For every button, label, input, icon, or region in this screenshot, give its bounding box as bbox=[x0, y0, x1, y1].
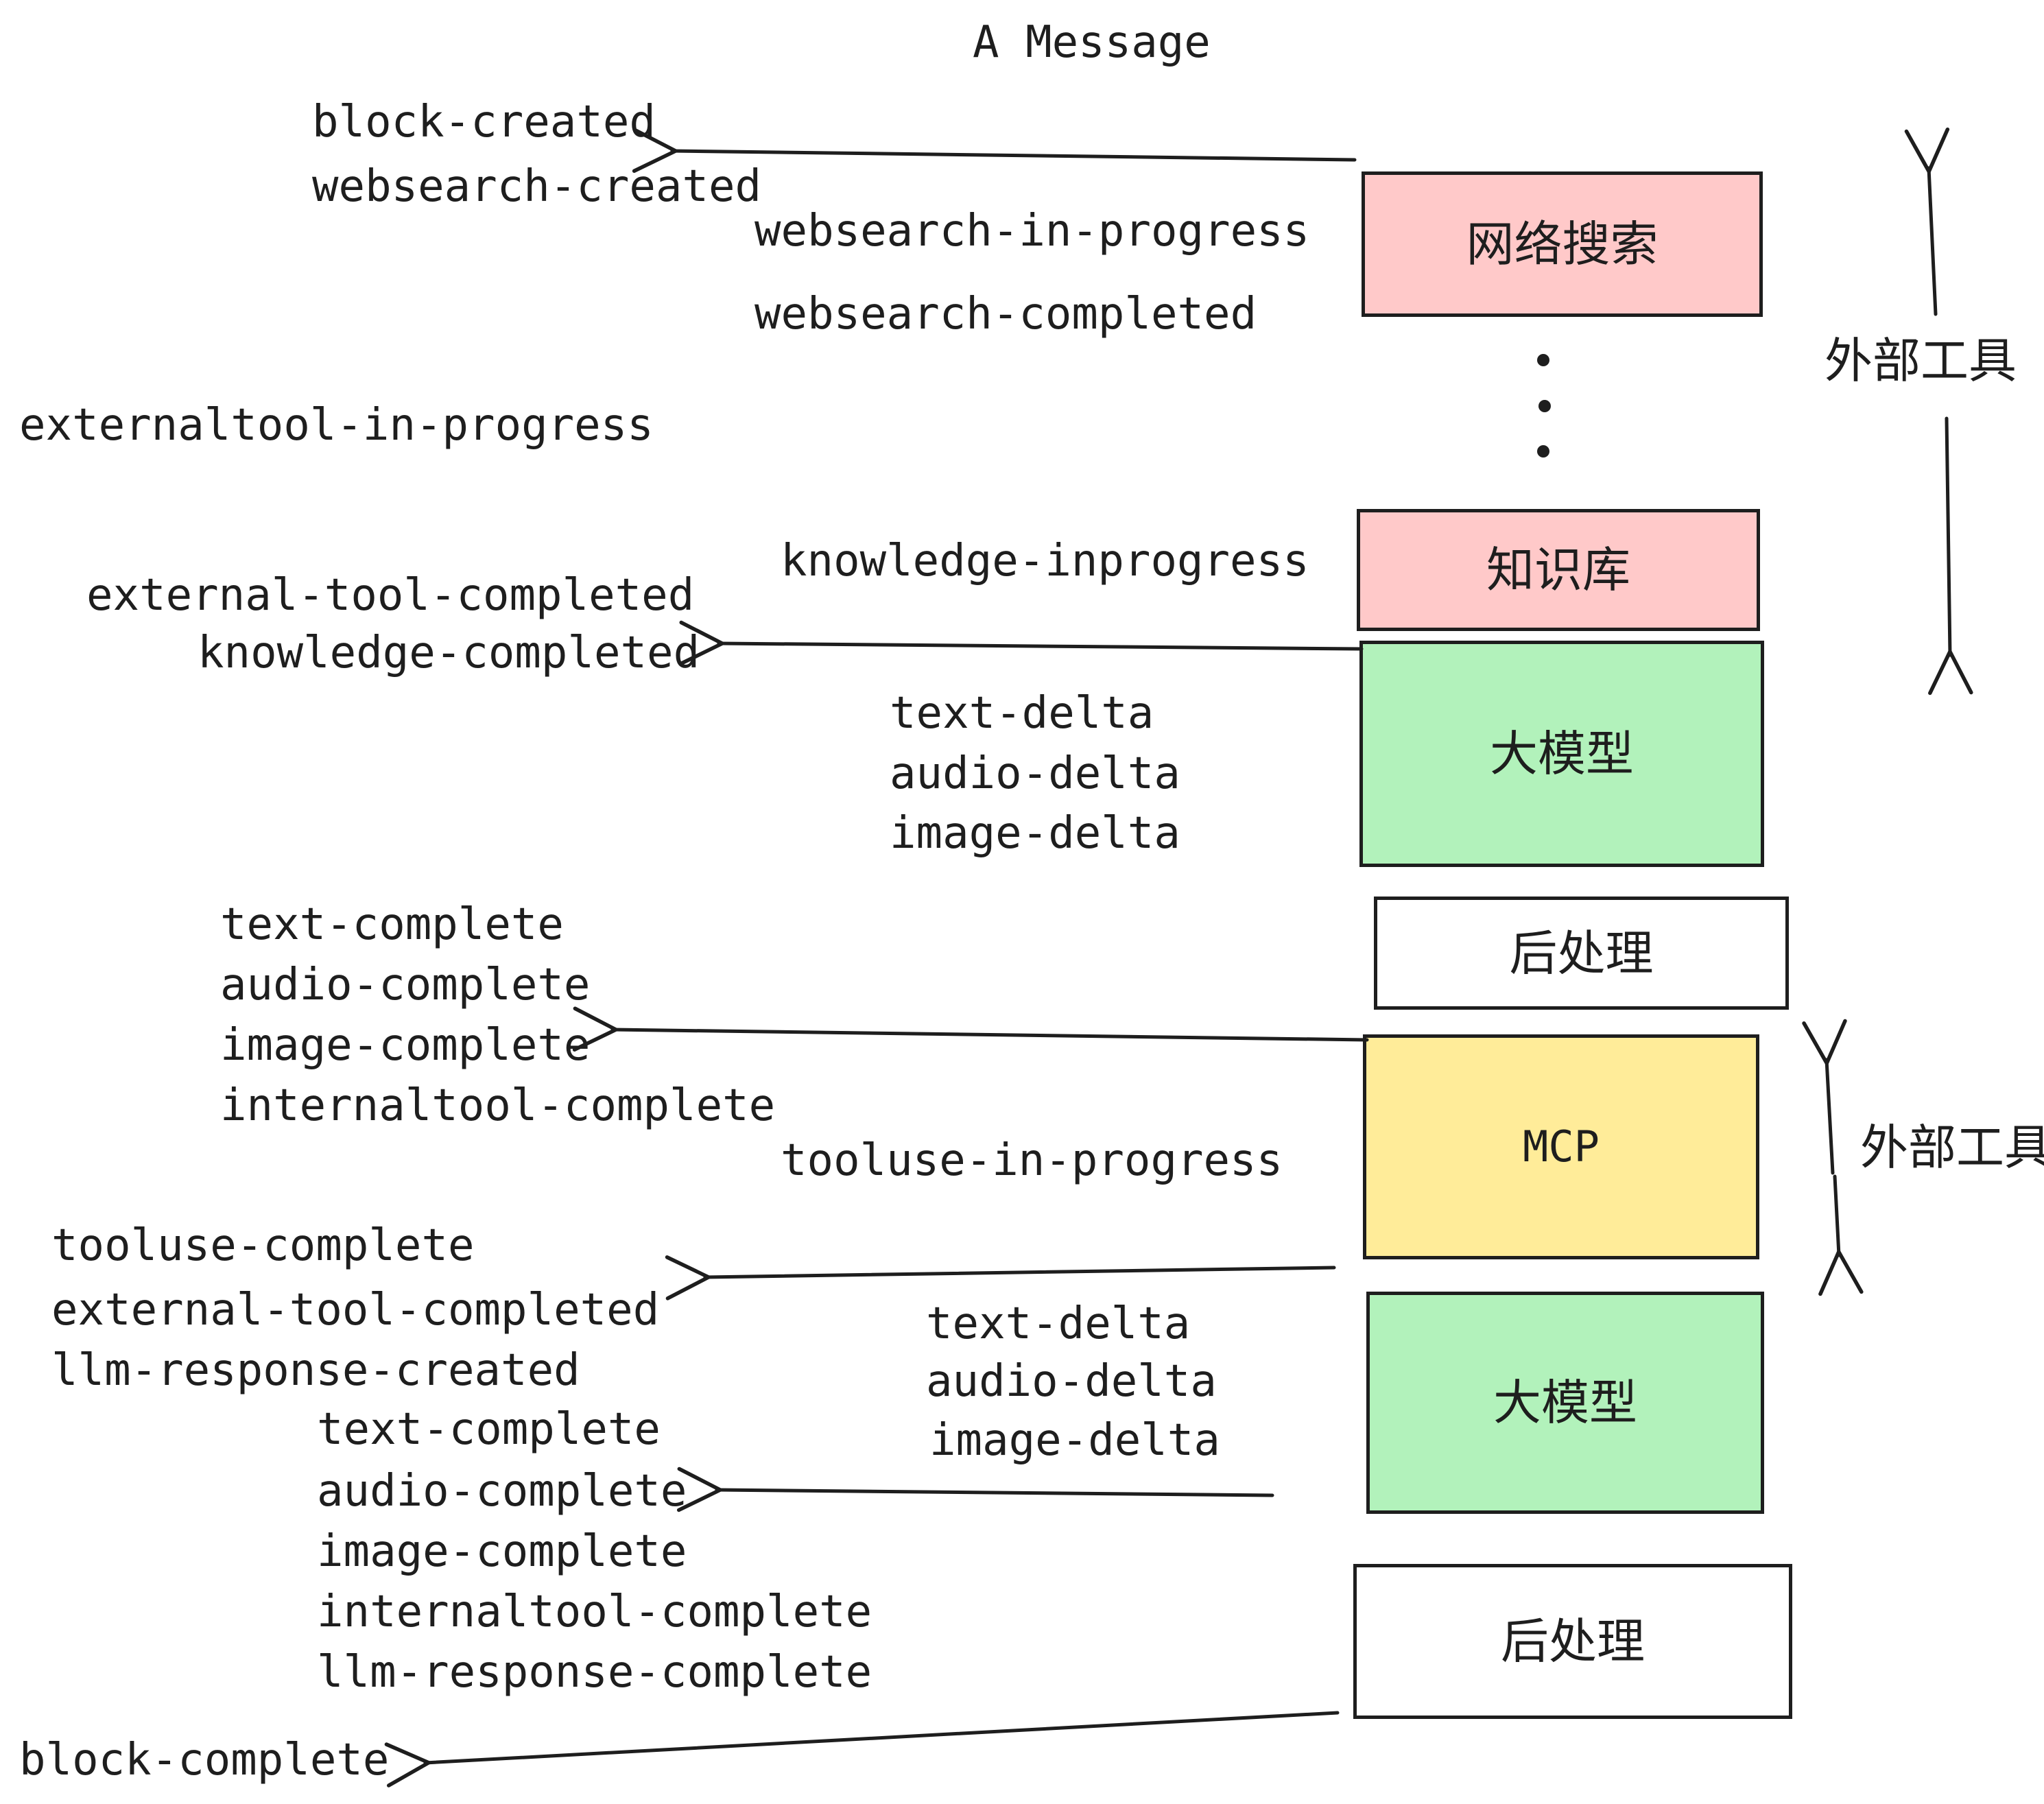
event-label-websearch-in-progress: websearch-in-progress bbox=[754, 206, 1310, 257]
external-tools-down-arrow-mid bbox=[1818, 1174, 1864, 1296]
event-label-external-tool-completed-2: external-tool-completed bbox=[51, 1285, 660, 1336]
event-label-image-delta-1: image-delta bbox=[890, 808, 1180, 859]
arrow-to-block-complete bbox=[384, 1711, 1340, 1788]
event-label-block-complete: block-complete bbox=[19, 1735, 390, 1785]
box-postprocess-2: 后处理 bbox=[1353, 1564, 1792, 1719]
event-label-audio-complete-2: audio-complete bbox=[317, 1466, 687, 1517]
box-mcp-label: MCP bbox=[1523, 1121, 1600, 1172]
event-label-block-created: block-created bbox=[312, 97, 656, 147]
box-postprocess-2-label: 后处理 bbox=[1501, 1613, 1645, 1670]
arrow-to-audio-complete-2 bbox=[676, 1467, 1274, 1512]
box-llm-1-label: 大模型 bbox=[1490, 726, 1634, 782]
event-label-knowledge-completed: knowledge-completed bbox=[198, 628, 700, 678]
box-llm-1: 大模型 bbox=[1359, 641, 1764, 867]
event-label-image-complete-2: image-complete bbox=[317, 1526, 687, 1577]
arrow-to-block-created bbox=[632, 128, 1357, 174]
event-label-text-delta-1: text-delta bbox=[890, 688, 1154, 739]
box-knowledge-label: 知识库 bbox=[1486, 542, 1630, 598]
box-websearch-label: 网络搜索 bbox=[1466, 216, 1659, 272]
external-tools-up-arrow-top bbox=[1904, 127, 1950, 316]
box-postprocess-1: 后处理 bbox=[1374, 897, 1789, 1010]
event-label-image-delta-2: image-delta bbox=[929, 1415, 1220, 1466]
event-label-tooluse-in-progress: tooluse-in-progress bbox=[781, 1135, 1283, 1186]
external-tools-up-arrow-mid bbox=[1802, 1019, 1847, 1175]
box-llm-2-label: 大模型 bbox=[1493, 1375, 1637, 1431]
event-label-audio-delta-1: audio-delta bbox=[890, 748, 1180, 799]
event-label-internaltool-complete-2: internaltool-complete bbox=[317, 1587, 872, 1637]
external-tools-down-arrow-top bbox=[1928, 416, 1973, 696]
event-label-externaltool-in-progress: externaltool-in-progress bbox=[19, 400, 654, 451]
arrow-to-tooluse-complete bbox=[665, 1255, 1336, 1301]
box-llm-2: 大模型 bbox=[1366, 1292, 1764, 1514]
event-label-external-tool-completed-1: external-tool-completed bbox=[86, 570, 695, 621]
box-mcp: MCP bbox=[1363, 1034, 1759, 1259]
event-label-audio-complete-1: audio-complete bbox=[220, 960, 591, 1010]
box-postprocess-1-label: 后处理 bbox=[1509, 925, 1654, 982]
arrow-to-image-complete-1 bbox=[572, 1006, 1369, 1052]
event-label-websearch-completed: websearch-completed bbox=[754, 289, 1257, 340]
external-tools-annotation-top: 外部工具 bbox=[1825, 333, 2017, 389]
event-label-text-delta-2: text-delta bbox=[926, 1298, 1191, 1349]
external-tools-annotation-mid: 外部工具 bbox=[1860, 1119, 2044, 1176]
ellipsis-dots bbox=[1537, 354, 1551, 458]
event-label-tooluse-complete: tooluse-complete bbox=[51, 1220, 475, 1271]
box-knowledge: 知识库 bbox=[1357, 509, 1760, 631]
event-label-text-complete-2: text-complete bbox=[317, 1404, 661, 1455]
box-websearch: 网络搜索 bbox=[1362, 171, 1763, 317]
event-label-llm-response-created: llm-response-created bbox=[51, 1345, 580, 1396]
event-label-internaltool-complete-1: internaltool-complete bbox=[220, 1080, 776, 1131]
event-label-websearch-created: websearch-created bbox=[312, 161, 762, 212]
diagram-title: A Message bbox=[973, 17, 1211, 68]
event-label-audio-delta-2: audio-delta bbox=[926, 1356, 1217, 1407]
event-label-knowledge-inprogress: knowledge-inprogress bbox=[781, 536, 1309, 586]
event-label-llm-response-complete: llm-response-complete bbox=[317, 1647, 872, 1698]
event-label-image-complete-1: image-complete bbox=[220, 1020, 591, 1071]
event-label-text-complete-1: text-complete bbox=[220, 899, 564, 950]
arrow-to-knowledge-completed bbox=[678, 620, 1364, 666]
